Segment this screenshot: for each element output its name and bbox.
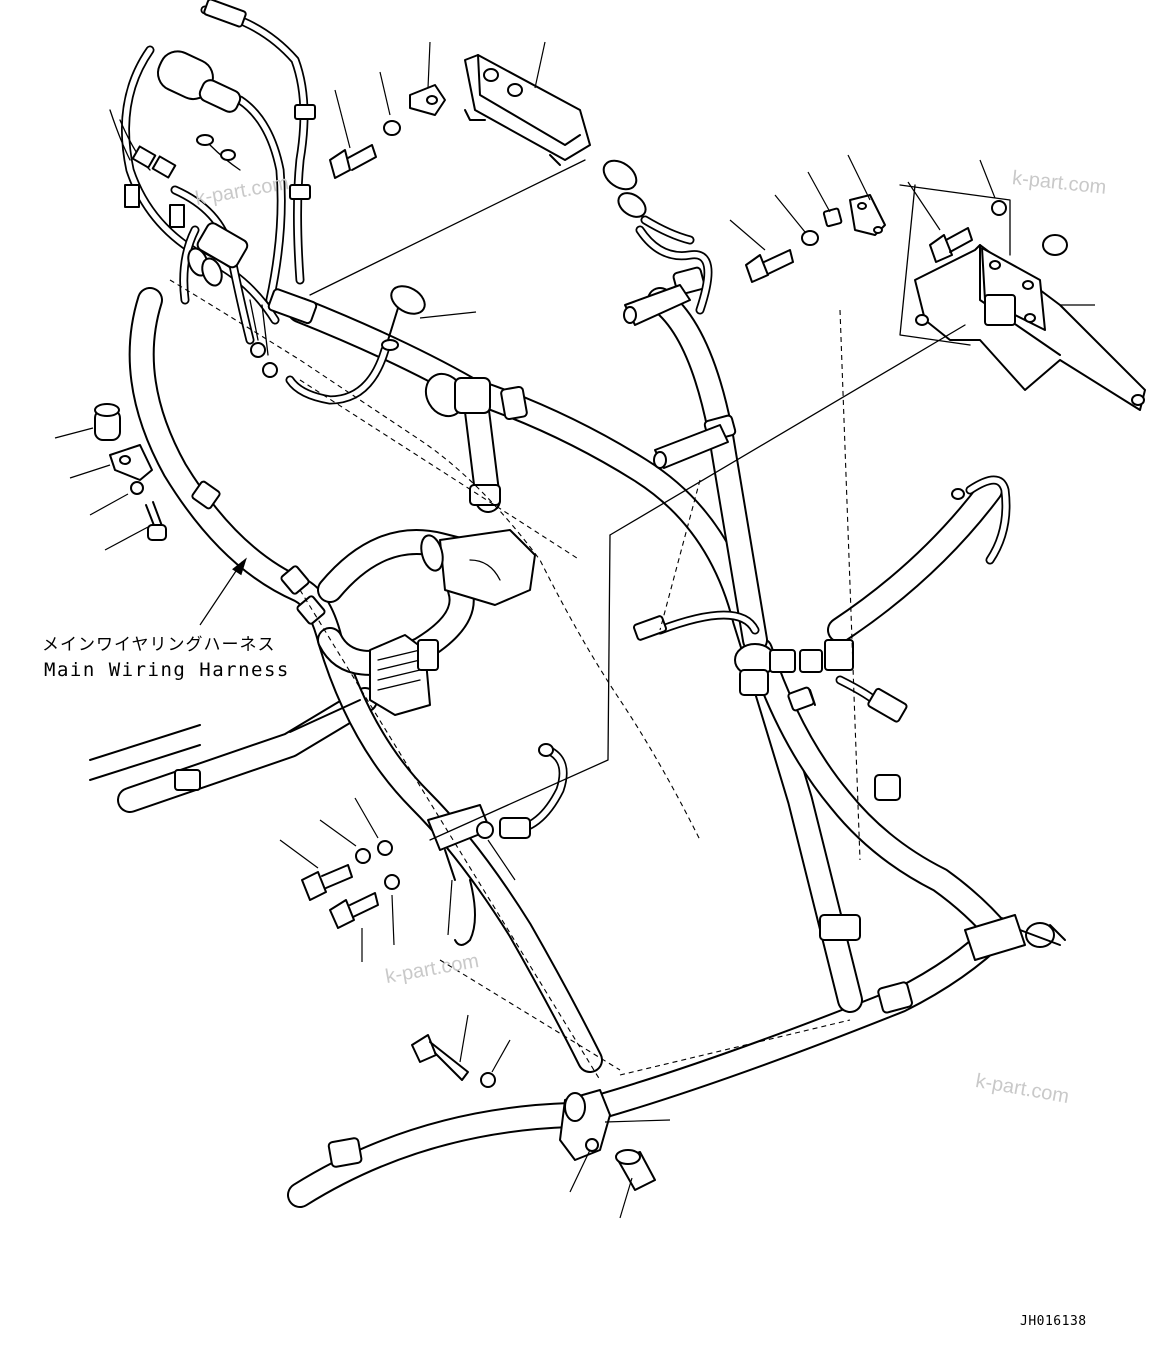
- label-arrow: [199, 557, 247, 626]
- drawing-code: JH016138: [1020, 1314, 1087, 1329]
- harness-label-japanese: メインワイヤリングハーネス: [42, 635, 276, 655]
- bolts-washers: [94, 120, 1007, 1088]
- top-left-wire-bundle: [109, 0, 316, 378]
- guide-lines: [309, 159, 1011, 841]
- reference-lines: [169, 279, 861, 1081]
- main-harness: [117, 287, 1013, 1208]
- harness-label-english: Main Wiring Harness: [44, 659, 290, 681]
- leader-lines: [54, 41, 1095, 1219]
- connectors: [89, 159, 1066, 1191]
- brackets: [409, 54, 1146, 411]
